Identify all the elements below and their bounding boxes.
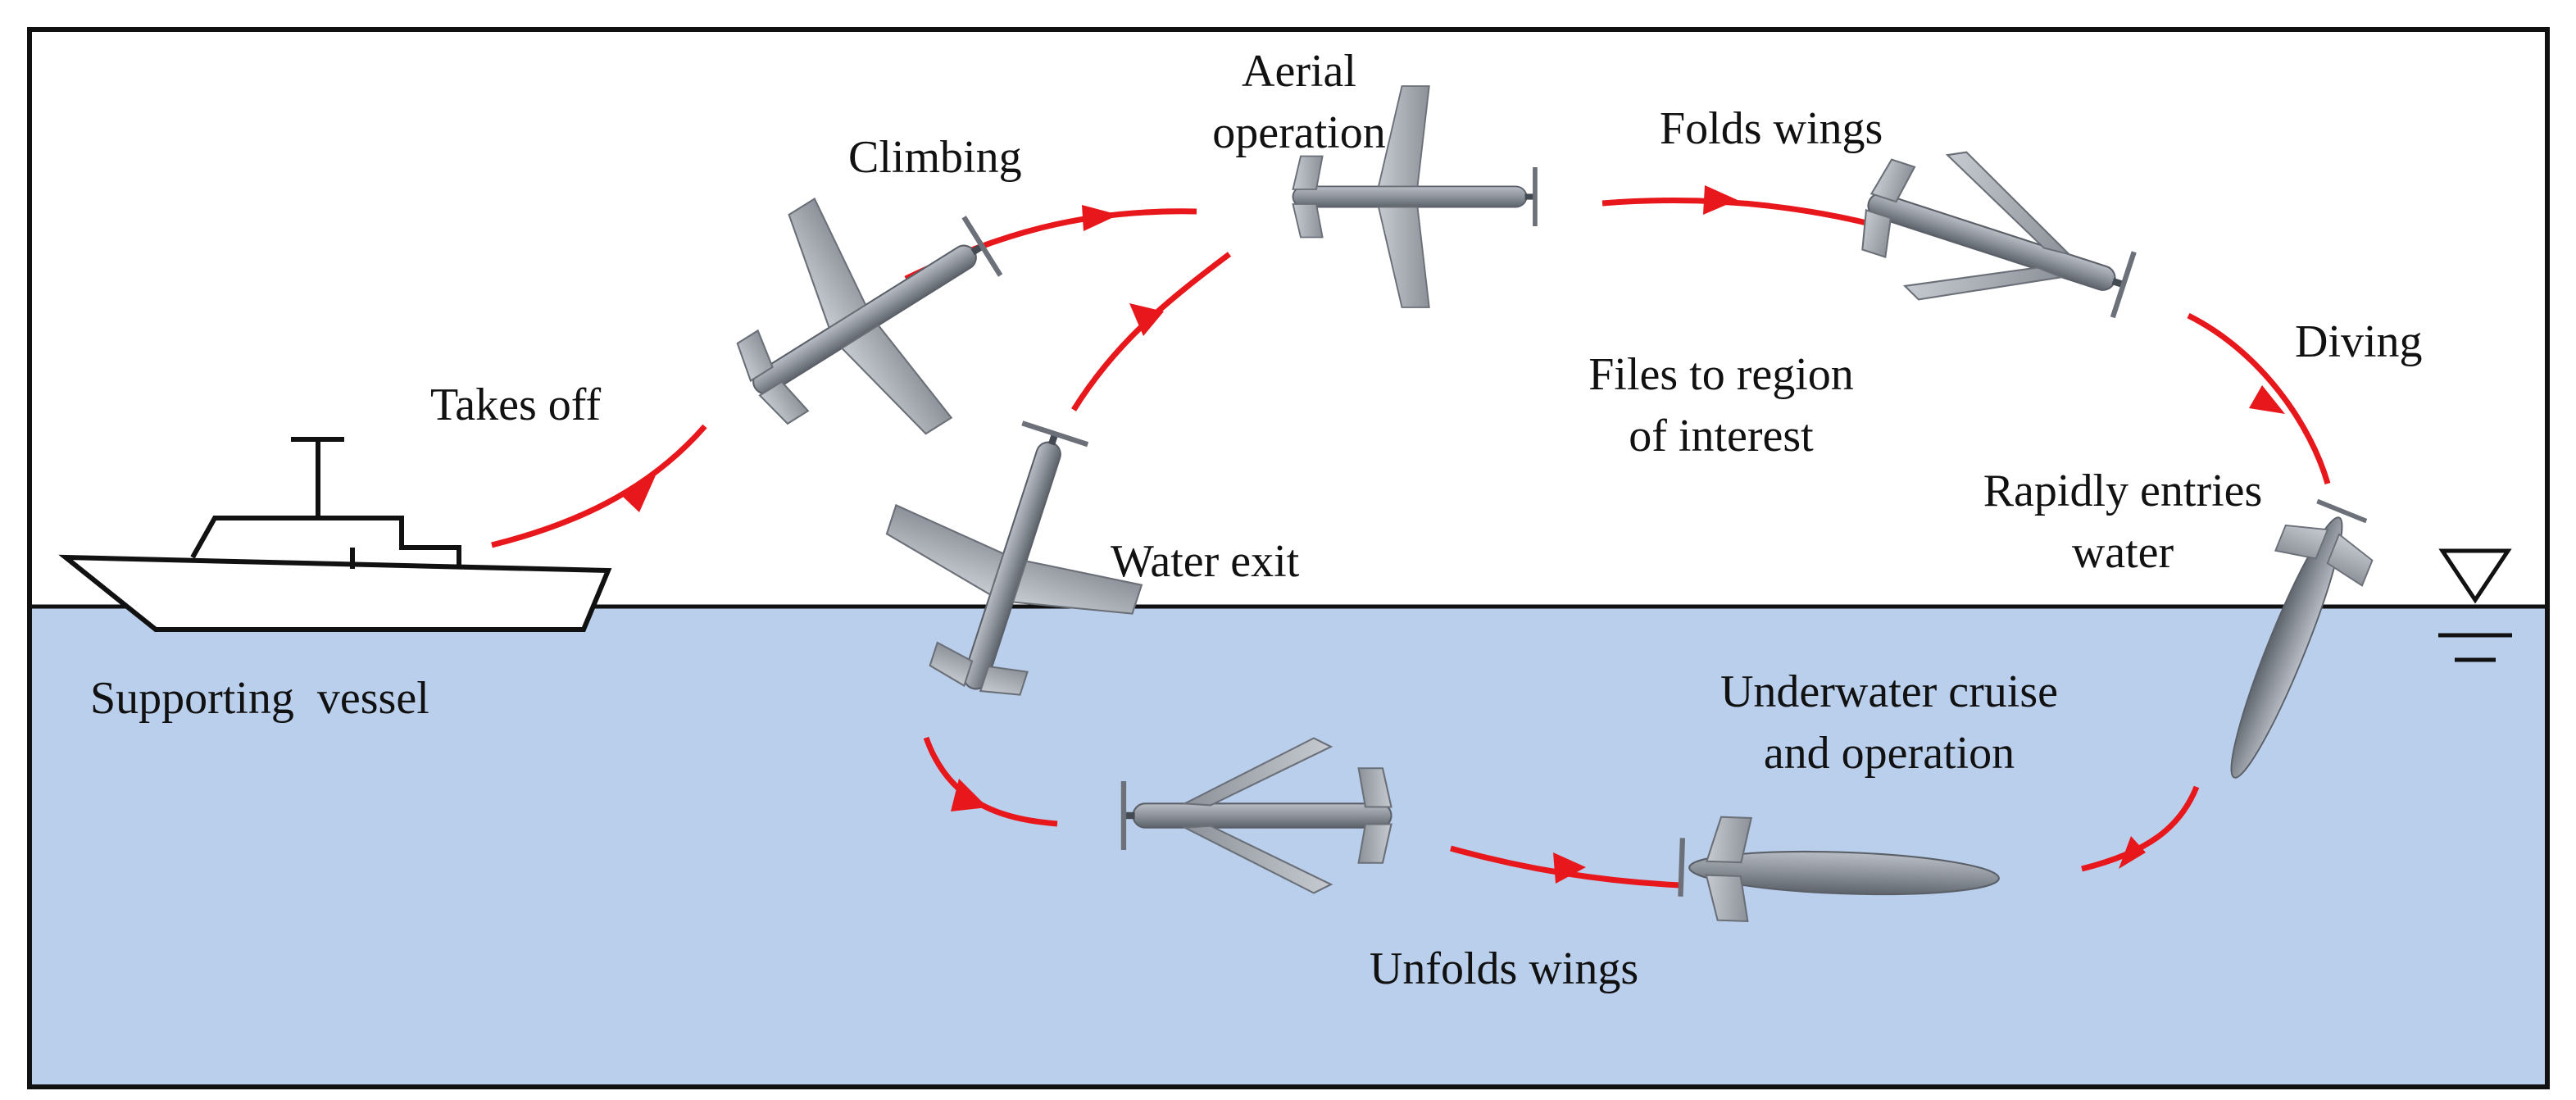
diagram-frame — [27, 27, 2550, 1089]
label-folds-wings: Folds wings — [1660, 103, 1883, 154]
arrowhead-underwater-entry — [2119, 836, 2146, 869]
label-aerial-1: Aerial — [1242, 46, 1356, 97]
vessel-icon — [58, 437, 612, 632]
underwater-entry-arc — [2081, 785, 2200, 872]
aircraft-folded-icon — [1843, 127, 2151, 361]
diagram-labels: Aerial operation Climbing Folds wings Ta… — [90, 46, 2423, 994]
arrowhead-dive — [2249, 385, 2285, 414]
arrowhead-water-exit — [1129, 303, 1164, 336]
label-takes-off: Takes off — [430, 380, 601, 430]
label-aerial-2: operation — [1212, 107, 1385, 158]
label-flies-region-2: of interest — [1629, 411, 1814, 461]
label-climbing: Climbing — [848, 132, 1022, 183]
water-exit-arc — [1071, 252, 1232, 411]
arrowhead-underwater-cruise — [1553, 852, 1586, 884]
label-underwater-2: and operation — [1764, 728, 2015, 779]
cruise-arc — [1601, 198, 1878, 229]
label-underwater-1: Underwater cruise — [1720, 666, 2058, 717]
label-diving: Diving — [2295, 316, 2423, 367]
water-level-icon — [2438, 548, 2512, 662]
arrowhead-unfold — [951, 779, 988, 811]
label-supporting-vessel: Supporting vessel — [90, 673, 429, 724]
arrowhead-takeoff — [623, 475, 656, 512]
label-rapid-entry-1: Rapidly entries — [1983, 466, 2263, 516]
label-rapid-entry-2: water — [2072, 527, 2174, 578]
trajectory-arrowheads — [623, 185, 2285, 884]
label-water-exit: Water exit — [1111, 536, 1300, 587]
arrowhead-climb — [1082, 205, 1119, 231]
dive-arc — [2187, 312, 2331, 484]
label-flies-region-1: Files to region — [1588, 349, 1854, 400]
aircraft-climbing-icon — [685, 134, 1054, 499]
arrowhead-cruise — [1703, 185, 1738, 215]
takeoff-arc — [491, 424, 707, 548]
label-unfolds-wings: Unfolds wings — [1370, 943, 1638, 994]
